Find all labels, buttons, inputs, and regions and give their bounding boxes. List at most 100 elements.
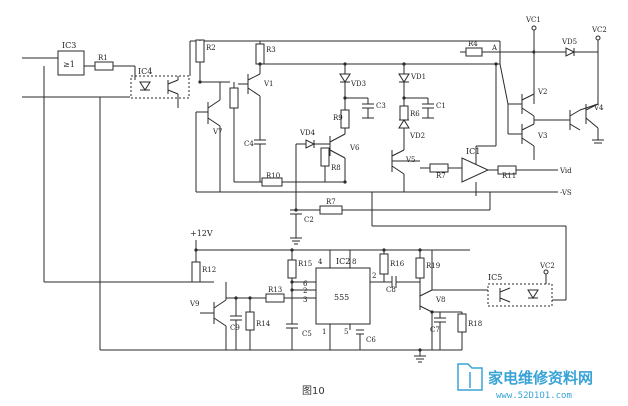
- label-vd1: VD1: [410, 73, 426, 81]
- bottom-section-wiring: [191, 240, 566, 363]
- watermark: 家电维修资料网 www.52D1O1.com: [457, 363, 593, 401]
- label-r12: R12: [202, 266, 216, 274]
- label-r9: R9: [333, 114, 343, 122]
- label-v3: V3: [537, 132, 548, 140]
- label-vd5: VD5: [561, 38, 577, 46]
- label-vd2: VD2: [409, 132, 425, 140]
- ic5-optocoupler-box: [487, 283, 553, 307]
- label-r13: R13: [268, 286, 282, 294]
- ic3-or-gate: [57, 50, 85, 76]
- label-pin2: 2: [303, 287, 307, 295]
- label-r19: R19: [426, 262, 440, 270]
- label-pin1: 1: [322, 328, 326, 336]
- resistor-r19: [415, 257, 425, 279]
- resistor-r16: [379, 253, 389, 275]
- resistor-r14: [245, 311, 255, 331]
- label-pin-out: 2: [372, 272, 376, 280]
- label-r16: R16: [390, 260, 405, 268]
- label-r15: R15: [298, 260, 312, 268]
- label-r14: R14: [256, 320, 271, 328]
- ic5-led-icon: [527, 289, 539, 299]
- resistor-r4: [465, 47, 483, 57]
- diode-vd3-icon: [339, 73, 351, 83]
- label-minus-vs: -VS: [560, 189, 572, 197]
- resistor-ry: [319, 205, 343, 215]
- ic4-led-icon: [139, 81, 151, 91]
- resistor-r15: [287, 259, 297, 279]
- resistor-r18: [457, 313, 467, 333]
- label-c1: C1: [436, 102, 446, 110]
- label-v8: V8: [435, 296, 446, 304]
- diode-vd1-icon: [398, 73, 410, 83]
- label-pin5: 5: [344, 328, 348, 336]
- label-c6: C6: [366, 336, 376, 344]
- resistor-r6: [399, 105, 409, 121]
- label-555: 555: [334, 293, 349, 302]
- label-v1: V1: [263, 80, 274, 88]
- label-c7: C7: [430, 326, 440, 334]
- label-v6: V6: [349, 144, 360, 152]
- label-r8: R8: [331, 164, 341, 172]
- label-r10: R10: [266, 172, 280, 180]
- label-r1: R1: [98, 54, 108, 62]
- label-vd4: VD4: [299, 129, 316, 137]
- label-v4: V4: [593, 104, 604, 112]
- vc1-terminal: [531, 25, 537, 31]
- ic2-555-timer: [315, 267, 371, 325]
- label-pin4: 4: [318, 258, 323, 266]
- diode-vd4-icon: [305, 139, 316, 149]
- label-c5: C5: [302, 330, 312, 338]
- vc2-terminal: [595, 35, 601, 41]
- top-section-wiring: [22, 25, 604, 351]
- resistor-r3: [255, 43, 265, 65]
- label-r6: R6: [410, 110, 420, 118]
- label-plus12v: +12V: [190, 229, 213, 238]
- label-gate: ≥1: [63, 60, 75, 69]
- junction-dots: [194, 50, 536, 352]
- label-vc1: VC1: [525, 16, 541, 24]
- resistor-rx: [229, 87, 239, 109]
- label-c4: C4: [244, 140, 254, 148]
- label-v9: V9: [189, 300, 200, 308]
- label-v7: V7: [212, 128, 223, 136]
- label-v2: V2: [537, 88, 548, 96]
- diode-vd5-icon: [565, 47, 576, 57]
- label-ry: R7: [326, 198, 336, 206]
- label-r11: R11: [502, 172, 516, 180]
- vc2-ic5-terminal: [543, 269, 549, 275]
- resistor-r13: [265, 293, 285, 303]
- label-ic3: IC3: [62, 41, 76, 50]
- label-c8: C8: [386, 286, 396, 294]
- label-r2: R2: [206, 44, 216, 52]
- watermark-text: 家电维修资料网: [488, 369, 593, 387]
- label-r7: R7: [436, 172, 446, 180]
- label-ic5: IC5: [488, 273, 502, 282]
- label-pin6: 6: [303, 280, 308, 288]
- resistor-r7: [429, 163, 449, 173]
- resistor-r8: [320, 147, 330, 167]
- figure-caption: 图10: [302, 385, 325, 397]
- label-r18: R18: [468, 320, 482, 328]
- label-ic2: IC2: [336, 257, 350, 266]
- resistor-r1: [94, 61, 114, 71]
- label-c3: C3: [376, 102, 386, 110]
- ic1-opamp: [461, 157, 490, 183]
- label-vc2-top: VC2: [591, 26, 607, 34]
- label-pin3: 3: [303, 296, 307, 304]
- label-node-a: A: [491, 44, 498, 52]
- label-pin8: 8: [352, 258, 356, 266]
- labels: IC3 ≥1 R1 IC4 R2 R3 V1 V7 C4 VD3 C3 R9 V…: [62, 16, 607, 344]
- label-vid: Vid: [559, 167, 572, 175]
- label-ic1: IC1: [466, 147, 480, 156]
- label-r3: R3: [266, 46, 276, 54]
- label-c2: C2: [304, 216, 314, 224]
- label-r4: R4: [468, 40, 478, 48]
- label-vd3: VD3: [350, 80, 366, 88]
- label-vc2-ic5: VC2: [539, 262, 555, 270]
- watermark-url: www.52D1O1.com: [496, 391, 572, 401]
- folder-book-logo-icon: [457, 363, 483, 391]
- resistor-r12: [191, 261, 201, 283]
- label-ic4: IC4: [138, 67, 152, 76]
- ic4-optocoupler-box: [130, 75, 190, 99]
